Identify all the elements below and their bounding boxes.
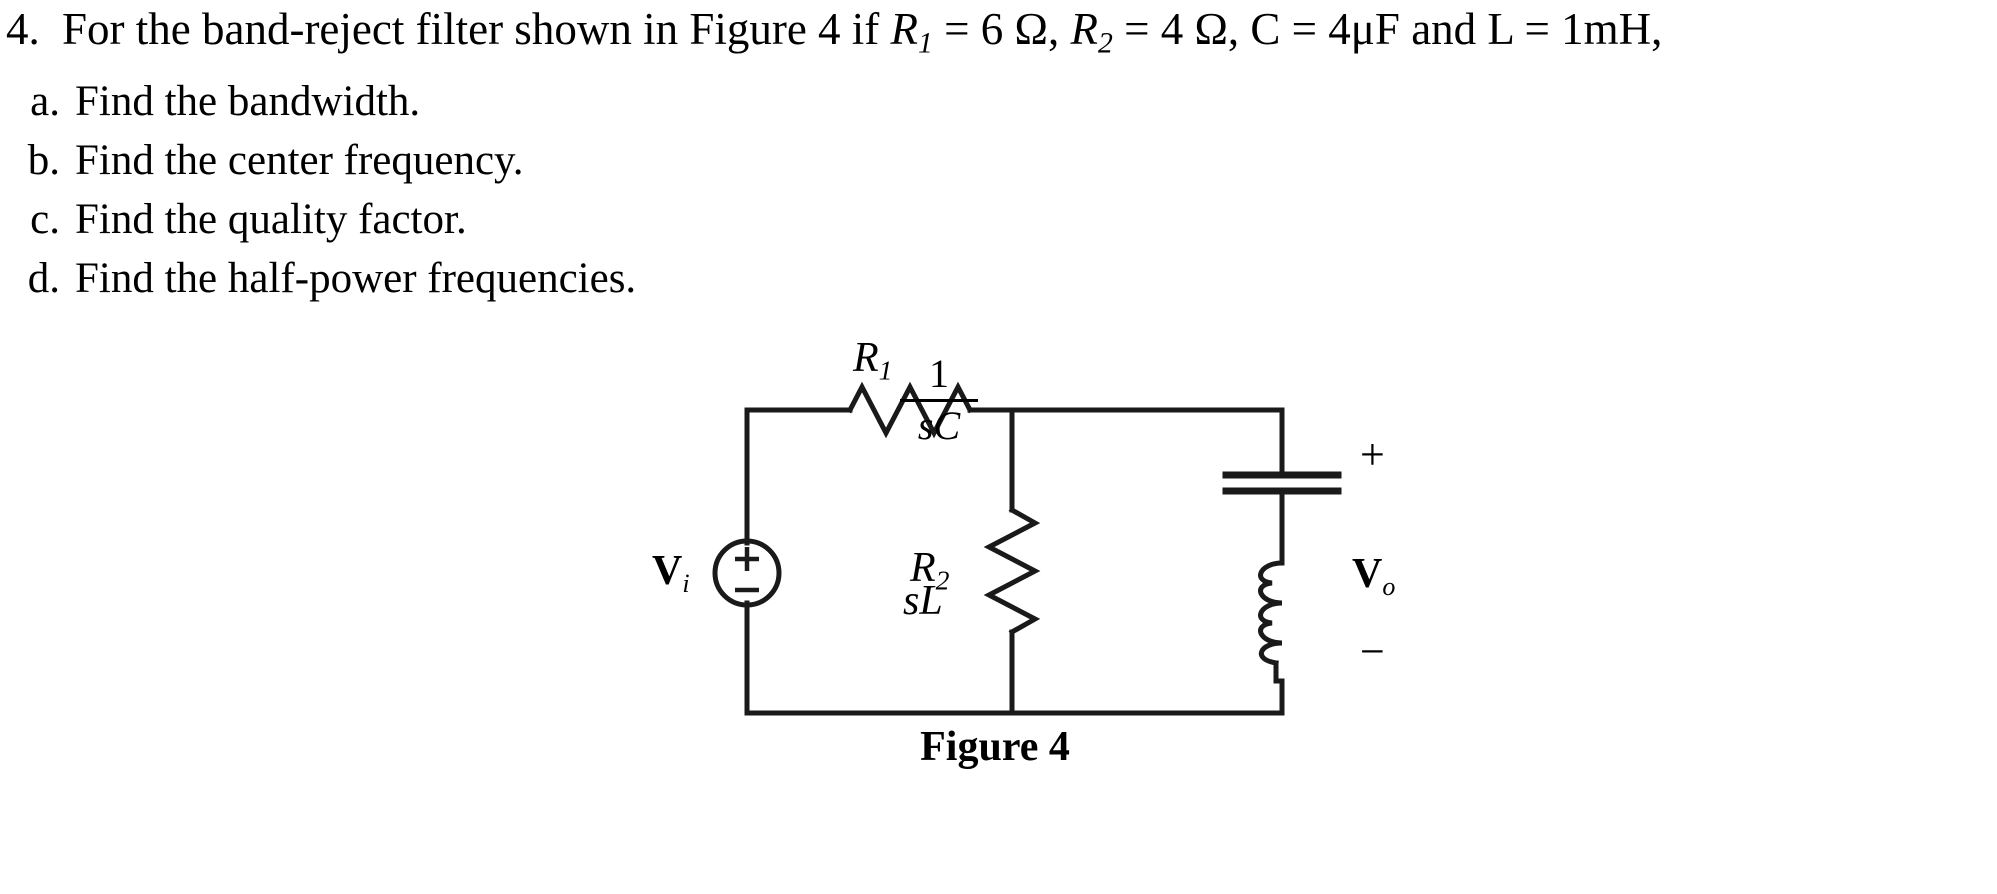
circuit-schematic (712, 381, 1342, 716)
label-input-voltage-symbol: V (652, 548, 683, 594)
list-item-label: Find the bandwidth. (75, 78, 421, 125)
l-symbol: L (1487, 4, 1514, 54)
list-item-marker: a. (30, 78, 60, 125)
inductor-coil-symbol (1258, 560, 1285, 666)
label-input-voltage-subscript: i (682, 568, 690, 598)
resistor-r2-symbol (983, 506, 1041, 636)
and-text: and (1411, 4, 1488, 54)
label-r1-subscript: 1 (878, 354, 893, 386)
figure-caption: Figure 4 (920, 724, 1070, 770)
list-item: a. Find the bandwidth. (0, 72, 1200, 131)
list-item-label: Find the half-power frequencies. (75, 255, 637, 302)
l-value: = 1mH, (1513, 4, 1663, 54)
wire-inductor-bottom (1273, 660, 1285, 716)
label-capacitor-denominator: sC (917, 403, 961, 448)
list-item-marker: c. (30, 196, 60, 243)
problem-number: 4. (6, 4, 40, 54)
problem-statement: 4. For the band-reject filter shown in F… (0, 0, 1997, 58)
r1-value: = 6 Ω, (932, 4, 1071, 54)
label-output-voltage: Vo (1352, 553, 1395, 600)
label-output-voltage-symbol: V (1352, 551, 1383, 597)
problem-intro-text: For the band-reject filter shown in Figu… (62, 4, 891, 54)
label-r2-symbol: R (910, 545, 936, 591)
list-item: b. Find the center frequency. (0, 131, 1200, 190)
resistor-r1-symbol (846, 381, 974, 439)
fraction-bar (900, 399, 978, 402)
sub-questions-list: a. Find the bandwidth. b. Find the cente… (0, 72, 1200, 308)
label-r1: R1 (853, 337, 893, 384)
r1-symbol: R (890, 4, 919, 54)
r1-subscript: 1 (918, 27, 933, 60)
label-output-voltage-subscript: o (1382, 571, 1396, 601)
problem-text: For the band-reject filter shown in Figu… (62, 0, 1662, 58)
list-item-label: Find the center frequency. (75, 137, 524, 184)
r2-symbol: R (1070, 4, 1098, 54)
problem-line-main: 4. For the band-reject filter shown in F… (0, 0, 1997, 58)
c-symbol: C (1250, 4, 1281, 54)
output-polarity-plus: + (1360, 430, 1385, 479)
r2-value: = 4 Ω, (1112, 4, 1251, 54)
list-item: c. Find the quality factor. (0, 190, 1200, 249)
label-r2: R2 (910, 547, 950, 594)
label-input-voltage: Vi (652, 550, 690, 597)
label-capacitor-numerator: 1 (929, 351, 949, 396)
label-capacitor-impedance: 1 sC (900, 353, 978, 447)
c-value: = 4μF (1280, 4, 1412, 54)
list-item: d. Find the half-power frequencies. (0, 249, 1200, 308)
voltage-source-symbol (712, 538, 782, 608)
list-item-marker: d. (27, 255, 60, 302)
output-polarity-minus: − (1360, 627, 1385, 676)
label-inductor-impedance: sL (903, 578, 943, 624)
list-item-label: Find the quality factor. (75, 196, 467, 243)
label-r2-subscript: 2 (935, 564, 950, 596)
label-r1-symbol: R (853, 335, 879, 381)
circuit-figure: R1 R2 1 sC sL Vi Vo + − Figure 4 (600, 325, 1500, 785)
r2-subscript: 2 (1097, 27, 1113, 60)
list-item-marker: b. (27, 137, 60, 184)
